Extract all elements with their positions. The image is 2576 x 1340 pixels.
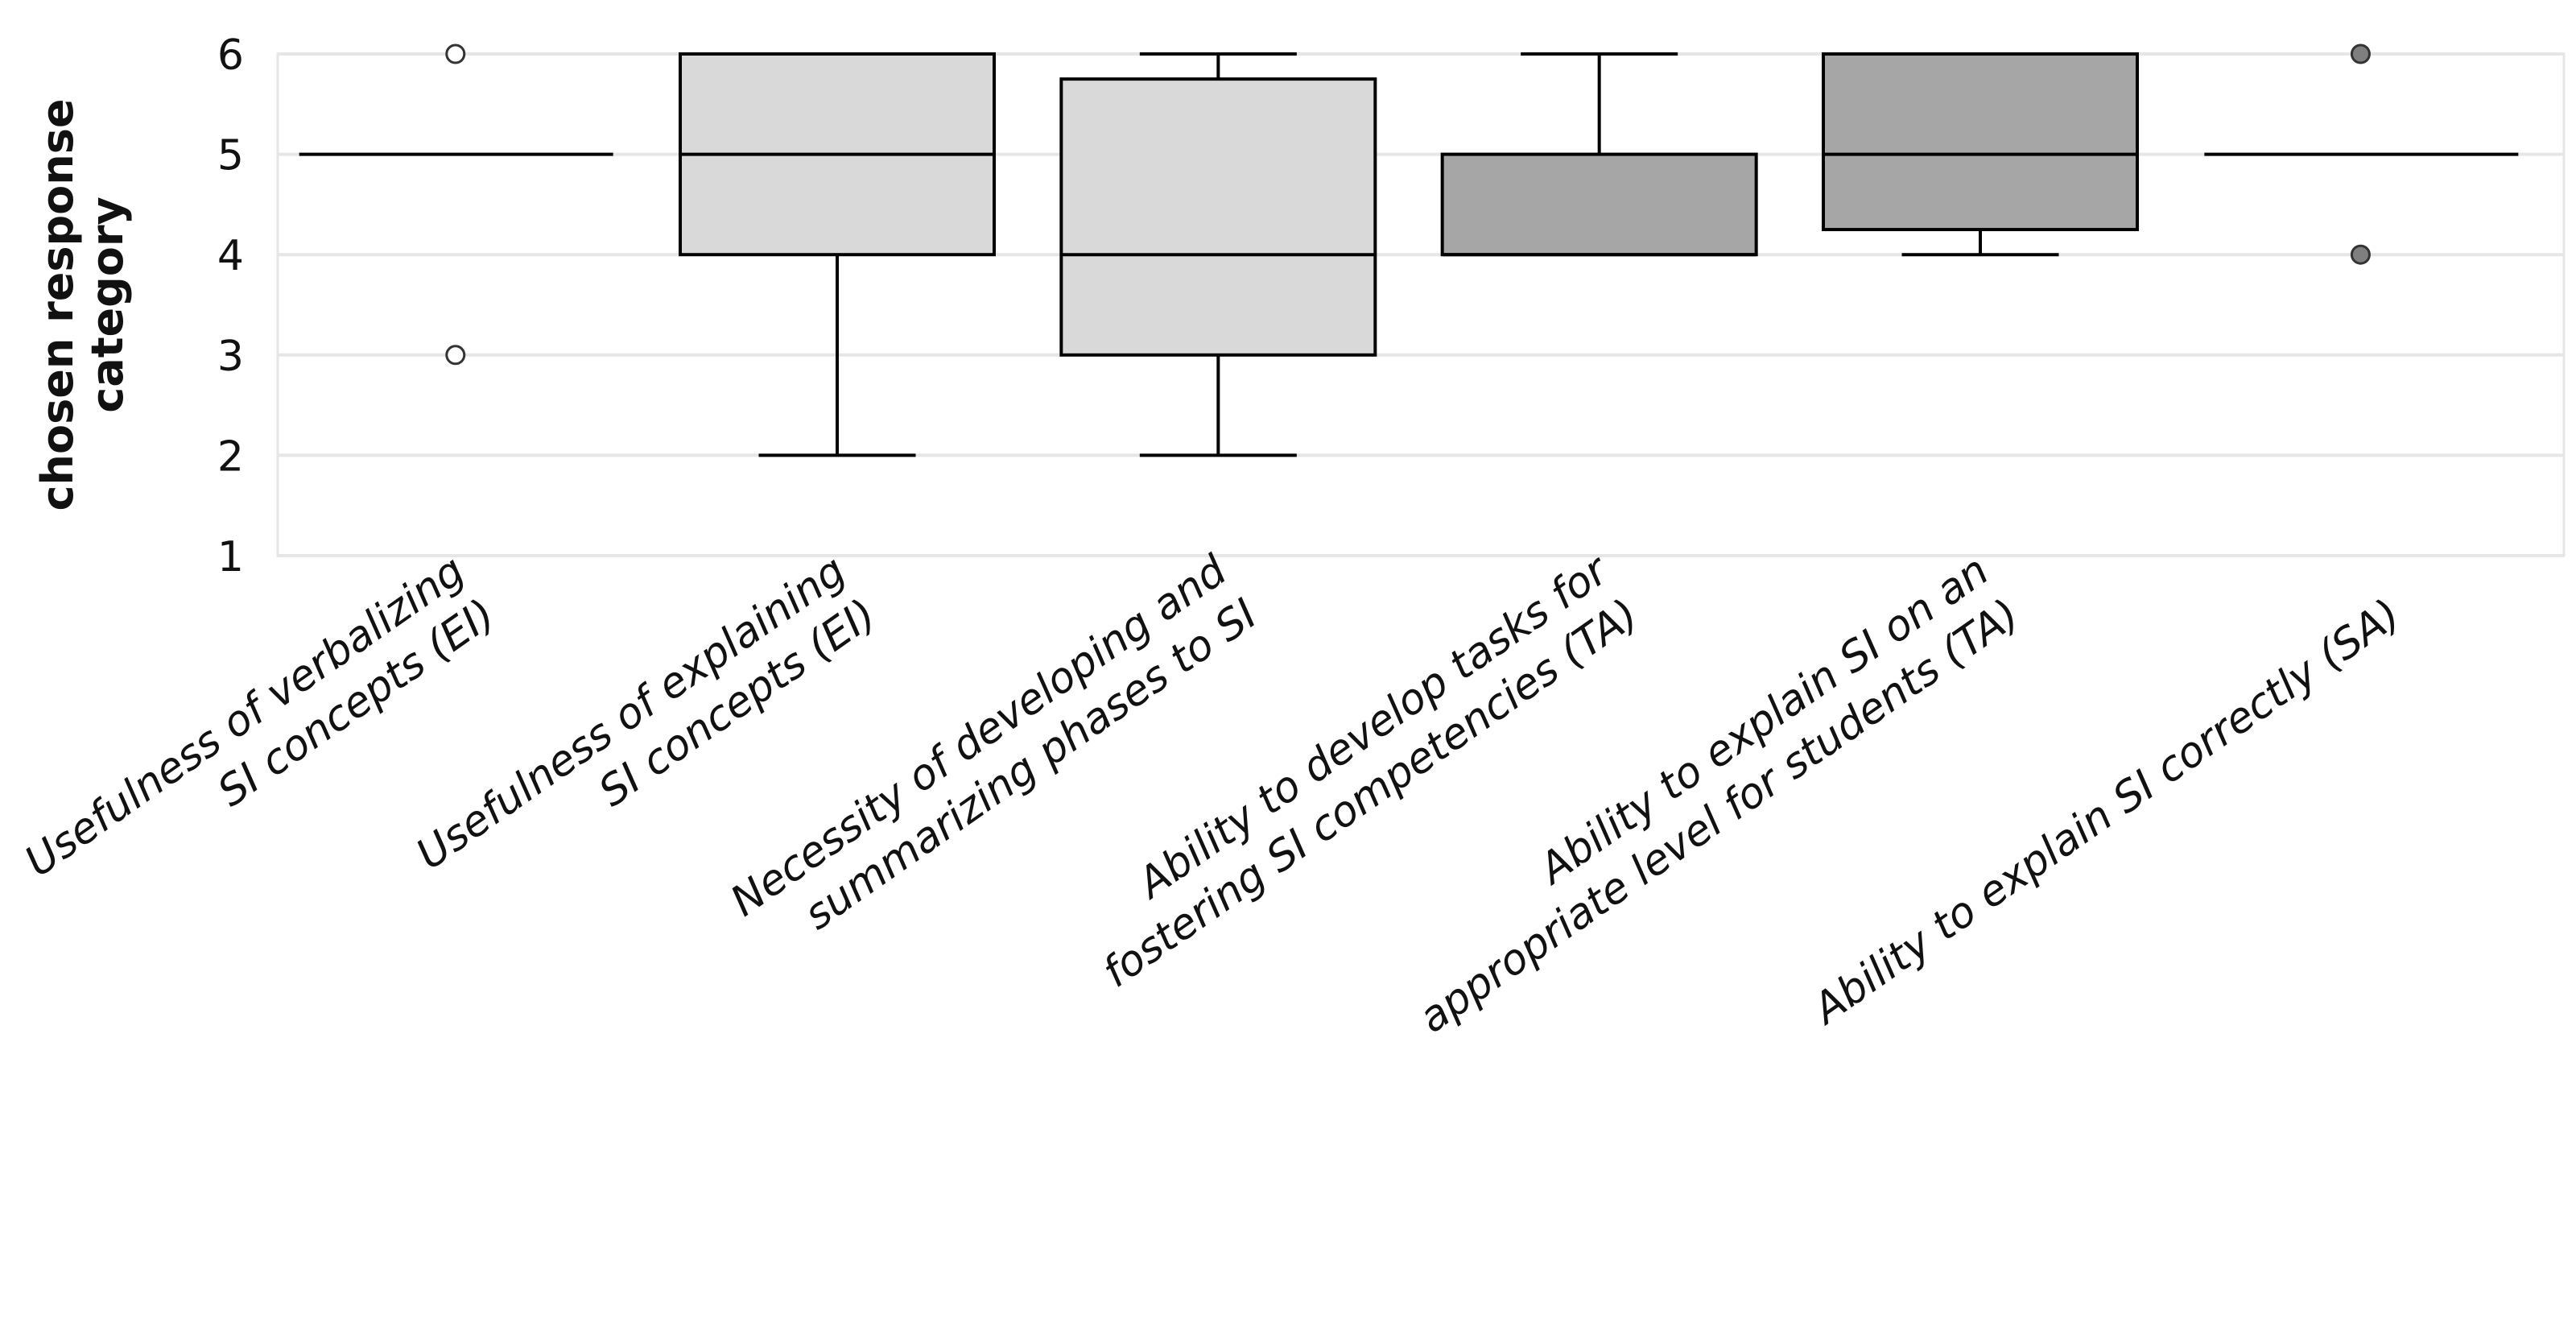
y-tick-label: 4 [217,232,244,280]
y-tick-label: 1 [217,533,244,581]
box-group [679,52,996,457]
y-tick-label: 6 [217,31,244,80]
outlier-point [2350,244,2371,265]
box-group [1059,52,1377,457]
box-group [1440,52,1758,257]
x-category-label-line: Usefulness of verbalizing [17,547,474,887]
outlier-point [445,43,466,64]
y-tick-label: 2 [217,432,244,481]
box-group [299,43,613,366]
box-group [1822,52,2139,257]
x-category-label-line: Ability to explain SI on an [1529,547,1997,895]
y-axis-title-line: category [82,196,133,412]
box-body [1822,52,2139,232]
outlier-point [445,345,466,366]
plot-frame [276,52,2566,557]
y-tick-label: 5 [217,132,244,180]
outlier-point [2350,43,2371,64]
box-group [2204,43,2519,265]
y-tick-label: 3 [217,333,244,381]
box-body [1440,152,1758,257]
y-axis-title-line: chosen response [32,99,83,511]
box-body [1059,77,1377,357]
